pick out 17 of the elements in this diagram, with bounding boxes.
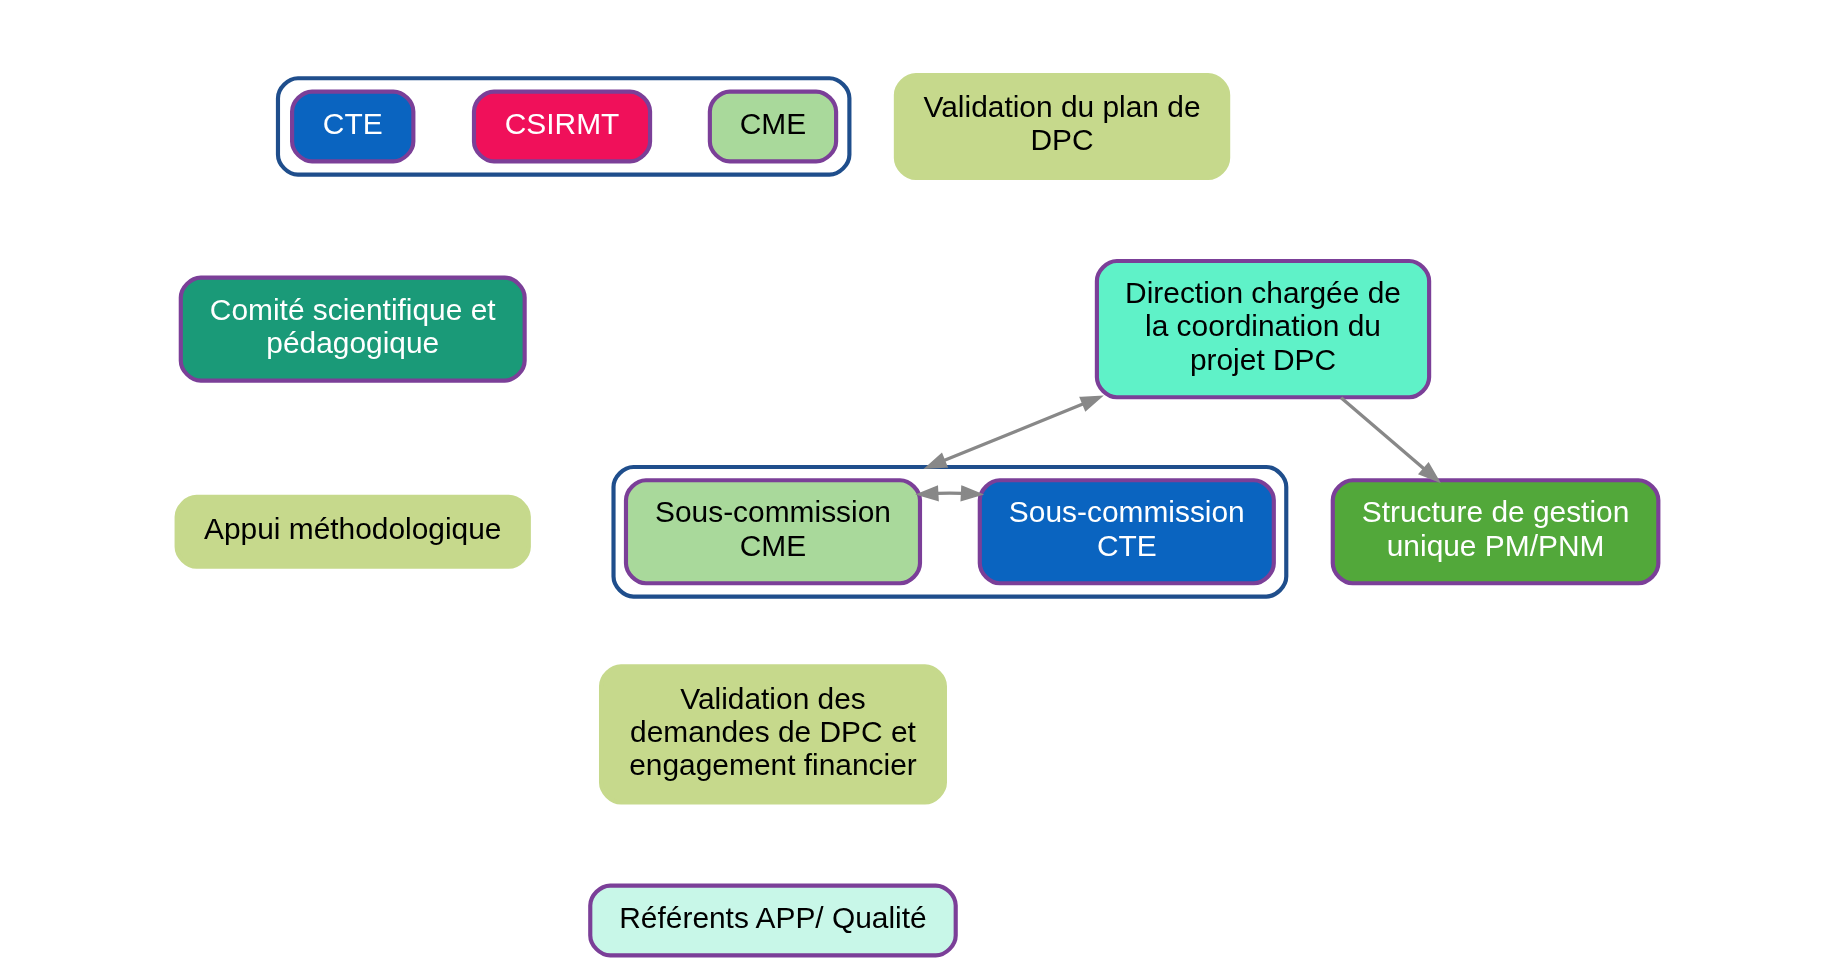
node-box: CSIRMT	[471, 89, 653, 164]
node-box: Sous-commission CME	[623, 478, 923, 586]
cluster	[275, 76, 852, 177]
node-box: CTE	[290, 89, 416, 164]
node-box: Direction chargée de la coordination du projet DPC	[1094, 258, 1432, 400]
arrow	[915, 485, 985, 502]
arrow	[923, 395, 1104, 469]
node-box: Appui méthodologique	[174, 494, 531, 569]
node-box: Validation du plan de DPC	[893, 72, 1231, 181]
node-box: Validation des demandes de DPC et engagement financier	[599, 664, 947, 805]
node-box: Comité scientifique et pédagogique	[178, 275, 527, 383]
node-box: CME	[707, 89, 839, 164]
node-box: Structure de gestion unique PM/PNM	[1330, 478, 1661, 586]
arrow	[1340, 396, 1441, 484]
node-box: Sous-commission CTE	[977, 478, 1276, 586]
node-box: Référents APP/ Qualité	[588, 883, 958, 958]
cluster	[611, 464, 1289, 599]
